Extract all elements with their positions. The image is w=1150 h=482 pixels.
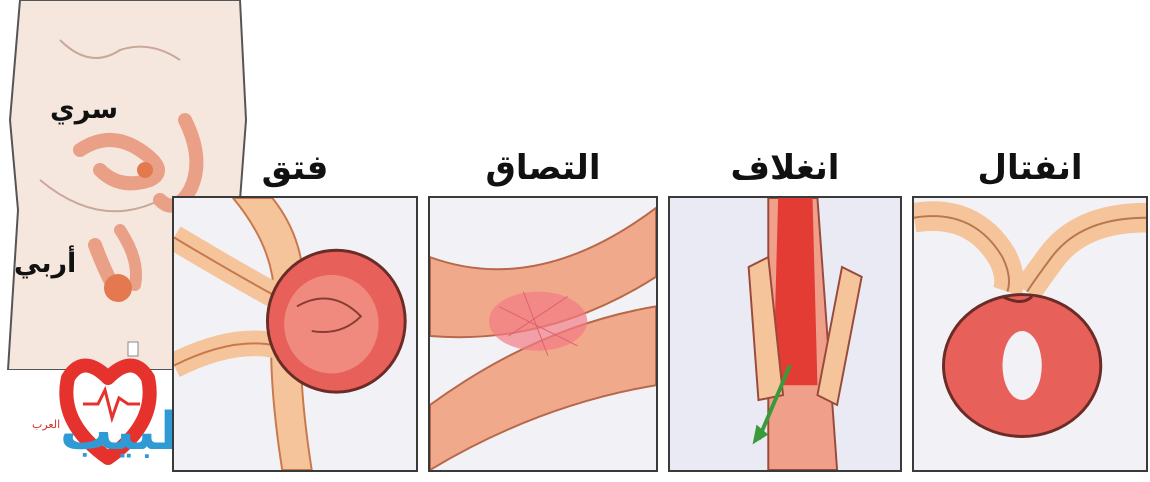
- panel-title-adhesion: التصاق: [428, 146, 658, 190]
- adhesion-illustration: [430, 198, 656, 470]
- intussusception-illustration: [670, 198, 900, 470]
- panel-hernia: [172, 196, 418, 472]
- panel-title-volvulus: انفتال: [912, 146, 1148, 190]
- volvulus-illustration: [914, 198, 1146, 470]
- logo-small-text: العرب: [32, 418, 60, 431]
- panel-intussusception: [668, 196, 902, 472]
- panel-adhesion: [428, 196, 658, 472]
- panel-title-intussusception: انغلاف: [668, 146, 902, 190]
- hernia-illustration: [174, 198, 416, 470]
- inguinal-label: أربي: [14, 248, 76, 279]
- panel-volvulus: [912, 196, 1148, 472]
- panel-title-hernia: فتق: [172, 146, 418, 190]
- umbilical-label: سري: [50, 94, 118, 125]
